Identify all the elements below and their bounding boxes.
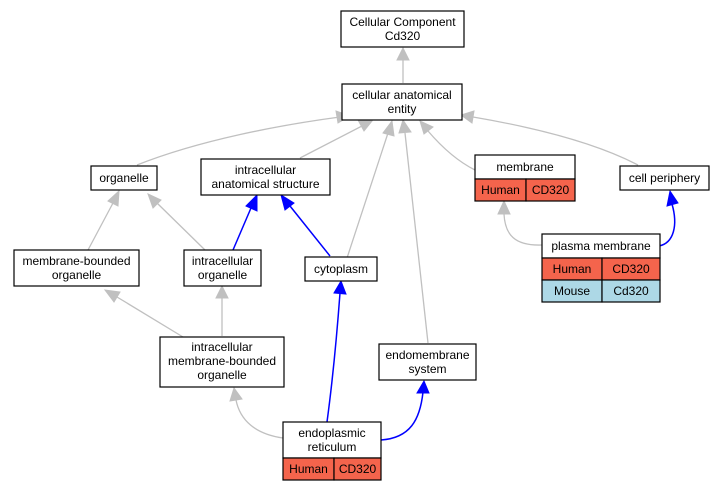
node-pm-species2: Mouse bbox=[554, 284, 590, 298]
node-intracellular-membrane-bounded-organelle[interactable]: intracellular membrane-bounded organelle bbox=[159, 336, 285, 388]
node-mbo-line2: organelle bbox=[52, 268, 102, 282]
edge-mbo-to-organelle-arrowhead bbox=[107, 189, 120, 207]
node-ems-line1: endomembrane bbox=[385, 348, 469, 362]
edges bbox=[87, 46, 679, 441]
node-endoplasmic-reticulum[interactable]: endoplasmic reticulum Human CD320 bbox=[282, 421, 382, 481]
node-pm-gene2: Cd320 bbox=[613, 284, 649, 298]
node-imbo-line3: organelle bbox=[197, 368, 247, 382]
node-periphery-line1: cell periphery bbox=[629, 171, 700, 185]
edge-pm-to-periphery-arrowhead bbox=[666, 189, 679, 207]
node-cellular-component-line2: Cd320 bbox=[385, 29, 421, 43]
edge-er-to-imbo bbox=[235, 399, 284, 439]
node-pm-species1: Human bbox=[553, 262, 592, 276]
edge-pm-to-periphery bbox=[658, 203, 676, 247]
node-cae-line1: cellular anatomical bbox=[352, 88, 451, 102]
edge-organelle-to-cae bbox=[136, 116, 341, 166]
edge-er-to-cytoplasm-arrowhead bbox=[333, 279, 347, 295]
edge-pm-to-membrane bbox=[503, 213, 543, 246]
node-plasma-membrane[interactable]: plasma membrane Human CD320 Mouse Cd320 bbox=[541, 233, 661, 303]
edge-membrane-to-cae bbox=[427, 130, 476, 171]
node-pm-gene1: CD320 bbox=[612, 262, 650, 276]
edge-cytoplasm-to-cae-arrowhead bbox=[382, 119, 395, 137]
node-cytoplasm[interactable]: cytoplasm bbox=[304, 256, 378, 282]
edge-periphery-to-cae-arrowhead bbox=[459, 110, 475, 124]
edge-periphery-to-cae bbox=[472, 116, 639, 166]
node-er-species: Human bbox=[289, 462, 328, 476]
edge-pm-to-membrane-arrowhead bbox=[497, 199, 511, 215]
edge-io-to-organelle bbox=[156, 202, 206, 251]
edge-io-to-organelle-arrowhead bbox=[147, 193, 162, 209]
node-mbo-line1: membrane-bounded bbox=[22, 254, 130, 268]
node-membrane-line1: membrane bbox=[496, 160, 554, 174]
node-imbo-line2: membrane-bounded bbox=[168, 354, 276, 368]
node-membrane-bounded-organelle[interactable]: membrane-bounded organelle bbox=[13, 249, 140, 287]
node-ias-line1: intracellular bbox=[235, 163, 296, 177]
node-er-line1: endoplasmic bbox=[298, 426, 365, 440]
edge-ias-to-cae-arrowhead bbox=[357, 119, 373, 132]
node-cellular-component-line1: Cellular Component bbox=[349, 15, 456, 29]
edge-imbo-to-mbo bbox=[116, 296, 184, 338]
node-cellular-component[interactable]: Cellular Component Cd320 bbox=[340, 10, 465, 48]
edge-mbo-to-organelle bbox=[87, 202, 114, 251]
edge-ems-to-cae-arrowhead bbox=[398, 118, 412, 134]
node-er-gene: CD320 bbox=[339, 462, 377, 476]
node-imbo-line1: intracellular bbox=[191, 340, 252, 354]
node-er-gene-cell bbox=[333, 457, 382, 481]
node-organelle[interactable]: organelle bbox=[90, 165, 158, 191]
node-pm-mouse-gene-cell bbox=[601, 279, 661, 303]
node-cae-line2: entity bbox=[388, 102, 417, 116]
edge-cytoplasm-to-cae bbox=[346, 132, 389, 259]
node-intracellular-organelle[interactable]: intracellular organelle bbox=[183, 249, 262, 287]
node-er-line2: reticulum bbox=[308, 440, 357, 454]
edge-cytoplasm-to-ias bbox=[289, 205, 331, 257]
node-organelle-line1: organelle bbox=[99, 171, 149, 185]
node-membrane-gene: CD320 bbox=[532, 183, 570, 197]
node-io-line1: intracellular bbox=[192, 254, 253, 268]
edge-ems-to-cae bbox=[404, 132, 429, 344]
edge-er-to-cytoplasm bbox=[326, 292, 341, 423]
edge-er-to-ems-arrowhead bbox=[416, 379, 430, 394]
node-membrane[interactable]: membrane Human CD320 bbox=[474, 154, 576, 202]
edge-membrane-to-cae-arrowhead bbox=[419, 120, 434, 135]
node-membrane-gene-cell bbox=[525, 178, 576, 202]
edge-io-to-ias-arrowhead bbox=[245, 193, 258, 212]
edge-er-to-ems bbox=[380, 391, 424, 441]
node-ems-line2: system bbox=[408, 362, 446, 376]
edge-io-to-ias bbox=[232, 207, 252, 251]
node-cellular-anatomical-entity[interactable]: cellular anatomical entity bbox=[341, 83, 463, 121]
edge-imbo-to-mbo-arrowhead bbox=[103, 289, 121, 303]
edge-ias-to-cae bbox=[299, 125, 363, 159]
edge-imbo-to-io-arrowhead bbox=[215, 284, 229, 299]
edge-er-to-imbo-arrowhead bbox=[229, 386, 243, 402]
node-io-line2: organelle bbox=[198, 268, 248, 282]
edge-cytoplasm-to-ias-arrowhead bbox=[280, 193, 295, 211]
edge-cae-to-root-arrowhead bbox=[396, 46, 410, 61]
node-membrane-species: Human bbox=[481, 183, 520, 197]
node-ias-line2: anatomical structure bbox=[211, 177, 319, 191]
node-cell-periphery[interactable]: cell periphery bbox=[619, 165, 710, 191]
node-intracellular-anatomical-structure[interactable]: intracellular anatomical structure bbox=[200, 158, 331, 196]
node-pm-line1: plasma membrane bbox=[551, 239, 651, 253]
node-endomembrane-system[interactable]: endomembrane system bbox=[378, 343, 477, 381]
node-cytoplasm-line1: cytoplasm bbox=[314, 262, 368, 276]
